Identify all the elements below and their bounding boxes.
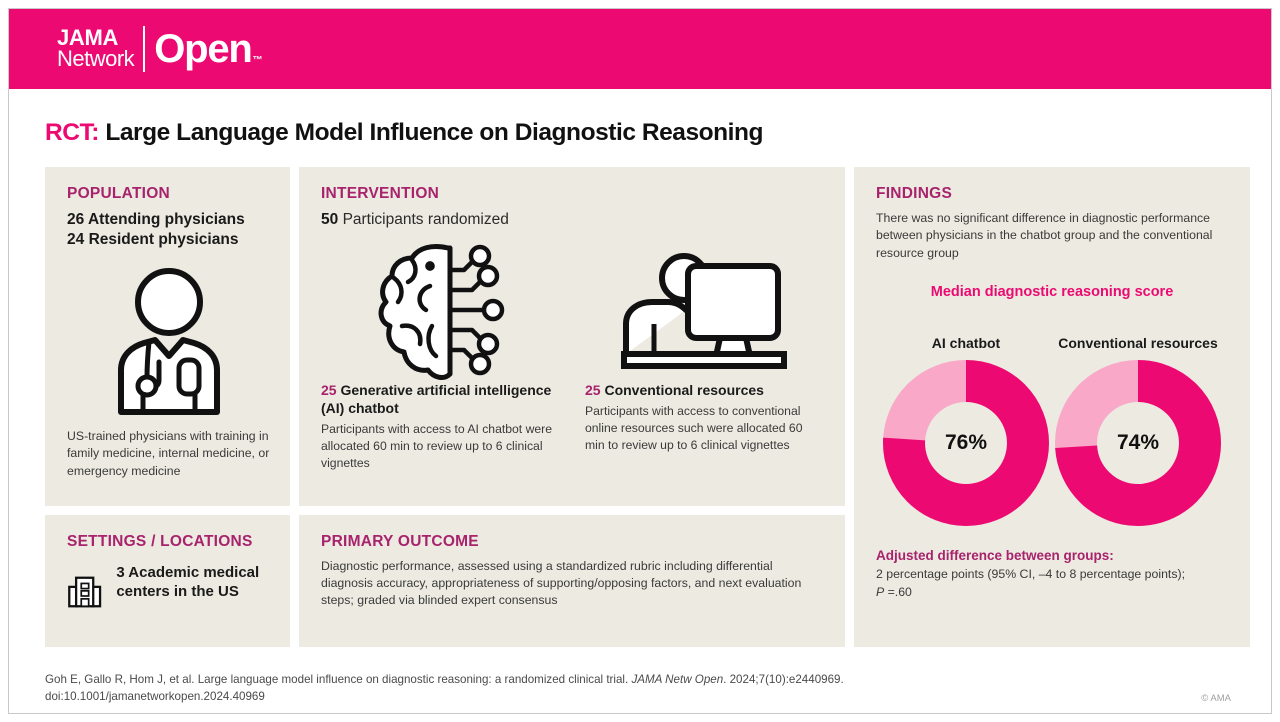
donut-cell-conventional: Conventional resources 74% xyxy=(1052,314,1224,527)
outcome-heading: PRIMARY OUTCOME xyxy=(321,533,479,550)
population-resident-label: Resident physicians xyxy=(88,230,239,248)
panel-intervention: INTERVENTION 50 Participants randomized xyxy=(299,167,845,506)
outcome-body: Diagnostic performance, assessed using a… xyxy=(321,559,802,608)
intervention-arms: 25 Generative artificial intelligence (A… xyxy=(321,242,825,473)
donut-conventional: 74% xyxy=(1055,360,1221,527)
settings-row: 3 Academic medical centers in the US xyxy=(67,561,270,623)
brain-ai-icon-wrap xyxy=(321,242,559,382)
top-row: POPULATION 26 Attending physicians 24 Re… xyxy=(45,167,845,506)
trademark-icon: ™ xyxy=(252,55,263,66)
p-value-number: =.60 xyxy=(884,584,912,599)
intervention-lead: 50 Participants randomized xyxy=(321,210,825,230)
bottom-row: SETTINGS / LOCATIONS 3 Academic medical … xyxy=(45,515,845,647)
population-line-1: 26 Attending physicians xyxy=(67,210,270,230)
intervention-arm-chatbot: 25 Generative artificial intelligence (A… xyxy=(321,242,559,473)
page-title: RCT: Large Language Model Influence on D… xyxy=(45,119,1271,147)
title-text: Large Language Model Influence on Diagno… xyxy=(105,119,764,146)
panel-population: POPULATION 26 Attending physicians 24 Re… xyxy=(45,167,290,506)
citation-volume: . 2024;7(10):e2440969. xyxy=(723,673,844,686)
logo-divider xyxy=(143,26,146,72)
donut-value-ai-chatbot: 76% xyxy=(944,431,988,455)
intervention-randomized-label: Participants randomized xyxy=(342,211,509,228)
population-heading: POPULATION xyxy=(67,185,170,202)
title-bar: RCT: Large Language Model Influence on D… xyxy=(9,89,1271,167)
copyright-notice: © AMA xyxy=(1201,692,1231,704)
arm-chatbot-body: Participants with access to AI chatbot w… xyxy=(321,421,552,471)
chart-title: Median diagnostic reasoning score xyxy=(930,284,1174,301)
population-resident-count: 24 xyxy=(67,230,85,248)
logo-open-text: Open xyxy=(154,27,253,71)
citation-doi: doi:10.1001/jamanetworkopen.2024.40969 xyxy=(45,690,265,704)
physician-icon-wrap xyxy=(67,266,270,416)
infographic-frame: JAMA Network Open ™ RCT: Large Language … xyxy=(8,8,1272,714)
logo-wordmark-left: JAMA Network xyxy=(57,25,143,71)
adjusted-difference: Adjusted difference between groups: 2 pe… xyxy=(876,548,1228,600)
donut-chart-group: AI chatbot 76% Conventional resources xyxy=(876,314,1228,527)
population-footnote: US-trained physicians with training in f… xyxy=(67,428,270,479)
donut-cell-ai-chatbot: AI chatbot 76% xyxy=(880,314,1052,527)
donut-conventional-svg xyxy=(1055,360,1221,527)
arm-conventional-title: 25 Conventional resources xyxy=(585,382,823,400)
arm-chatbot-label: Generative artificial intelligence (AI) … xyxy=(321,381,552,416)
citation-journal: JAMA Netw Open xyxy=(631,673,724,686)
arm-chatbot-count: 25 xyxy=(321,381,337,398)
donut-label-conventional: Conventional resources xyxy=(1058,335,1218,352)
jama-network-open-logo: JAMA Network Open ™ xyxy=(57,26,263,72)
arm-conventional-body: Participants with access to conventional… xyxy=(585,403,803,453)
left-column: POPULATION 26 Attending physicians 24 Re… xyxy=(45,167,845,647)
logo-jama-text: JAMA xyxy=(57,25,119,51)
citation-authors: Goh E, Gallo R, Hom J, et al. Large lang… xyxy=(45,673,632,686)
p-value-symbol: P xyxy=(876,584,885,599)
panel-grid: POPULATION 26 Attending physicians 24 Re… xyxy=(9,167,1271,647)
footer: Goh E, Gallo R, Hom J, et al. Large lang… xyxy=(9,661,1271,706)
brain-ai-icon xyxy=(378,243,505,380)
intervention-heading: INTERVENTION xyxy=(321,185,440,202)
population-attending-label: Attending physicians xyxy=(87,211,245,228)
adjusted-difference-body: 2 percentage points (95% CI, –4 to 8 per… xyxy=(876,566,1228,600)
title-prefix: RCT: xyxy=(45,119,99,146)
arm-chatbot-title: 25 Generative artificial intelligence (A… xyxy=(321,382,559,418)
findings-heading: FINDINGS xyxy=(876,185,953,202)
population-attending-count: 26 xyxy=(67,211,85,228)
logo-network-text: Network xyxy=(57,46,135,71)
person-computer-icon-wrap xyxy=(585,242,823,382)
panel-primary-outcome: PRIMARY OUTCOME Diagnostic performance, … xyxy=(299,515,845,647)
donut-ai-chatbot-svg xyxy=(883,360,1049,527)
intervention-randomized-count: 50 xyxy=(321,211,339,228)
adjusted-difference-value: 2 percentage points (95% CI, –4 to 8 per… xyxy=(876,567,1185,582)
donut-label-ai-chatbot: AI chatbot xyxy=(931,335,1001,352)
settings-heading: SETTINGS / LOCATIONS xyxy=(67,533,253,550)
citation: Goh E, Gallo R, Hom J, et al. Large lang… xyxy=(45,671,1045,706)
intervention-arm-conventional: 25 Conventional resources Participants w… xyxy=(585,242,823,473)
physician-icon xyxy=(117,267,220,415)
arm-conventional-count: 25 xyxy=(585,381,601,398)
adjusted-difference-heading: Adjusted difference between groups: xyxy=(876,548,1114,564)
panel-settings: SETTINGS / LOCATIONS 3 Academic medical … xyxy=(45,515,290,647)
donut-value-conventional: 74% xyxy=(1116,431,1160,455)
person-computer-icon xyxy=(621,252,787,369)
settings-text: 3 Academic medical centers in the US xyxy=(116,564,260,600)
panel-findings: FINDINGS There was no significant differ… xyxy=(854,167,1250,647)
donut-ai-chatbot: 76% xyxy=(883,360,1049,527)
arm-conventional-label: Conventional resources xyxy=(604,381,764,398)
findings-intro: There was no significant difference in d… xyxy=(876,211,1213,260)
masthead: JAMA Network Open ™ xyxy=(9,9,1271,89)
hospital-building-icon xyxy=(68,576,102,608)
population-line-2: 24 Resident physicians xyxy=(67,230,270,250)
